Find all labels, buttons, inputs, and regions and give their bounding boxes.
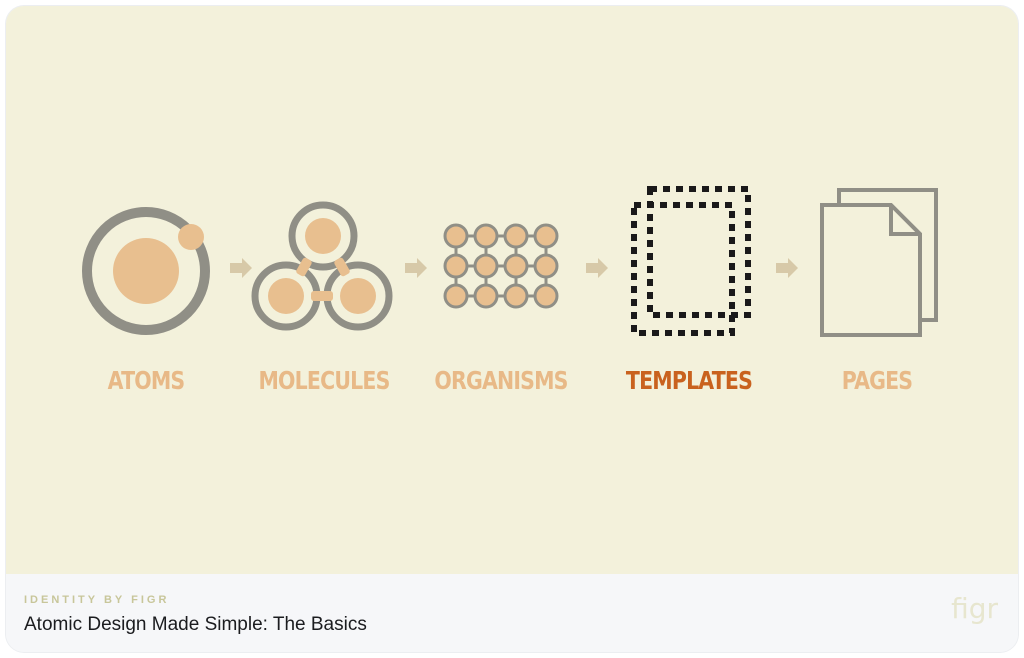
stage-label-organisms: ORGANISMS <box>434 366 568 395</box>
arrow-right-icon <box>405 258 427 278</box>
stage-label-atoms: ATOMS <box>107 366 186 395</box>
hero-image: ATOMS MOLECULES ORGANISMS TEMPLATES PAGE… <box>6 6 1018 574</box>
organism-grid-icon <box>443 223 559 309</box>
molecule-icon <box>251 201 393 331</box>
dashed-template-icon <box>631 186 751 336</box>
arrow-right-icon <box>586 258 608 278</box>
atomic-design-diagram <box>82 186 938 337</box>
arrow-right-icon <box>230 258 252 278</box>
stage-label-molecules: MOLECULES <box>258 366 390 395</box>
card-kicker: IDENTITY BY FIGR <box>24 594 170 606</box>
article-card[interactable]: ATOMS MOLECULES ORGANISMS TEMPLATES PAGE… <box>6 6 1018 652</box>
card-title[interactable]: Atomic Design Made Simple: The Basics <box>24 614 367 635</box>
atom-icon <box>82 207 210 335</box>
stacked-pages-icon <box>820 188 938 337</box>
stage-label-templates: TEMPLATES <box>625 366 753 395</box>
stage-label-pages: PAGES <box>841 366 913 395</box>
arrow-right-icon <box>776 258 798 278</box>
card-footer: IDENTITY BY FIGR Atomic Design Made Simp… <box>6 574 1018 652</box>
figr-logo-icon: figr <box>951 592 998 625</box>
